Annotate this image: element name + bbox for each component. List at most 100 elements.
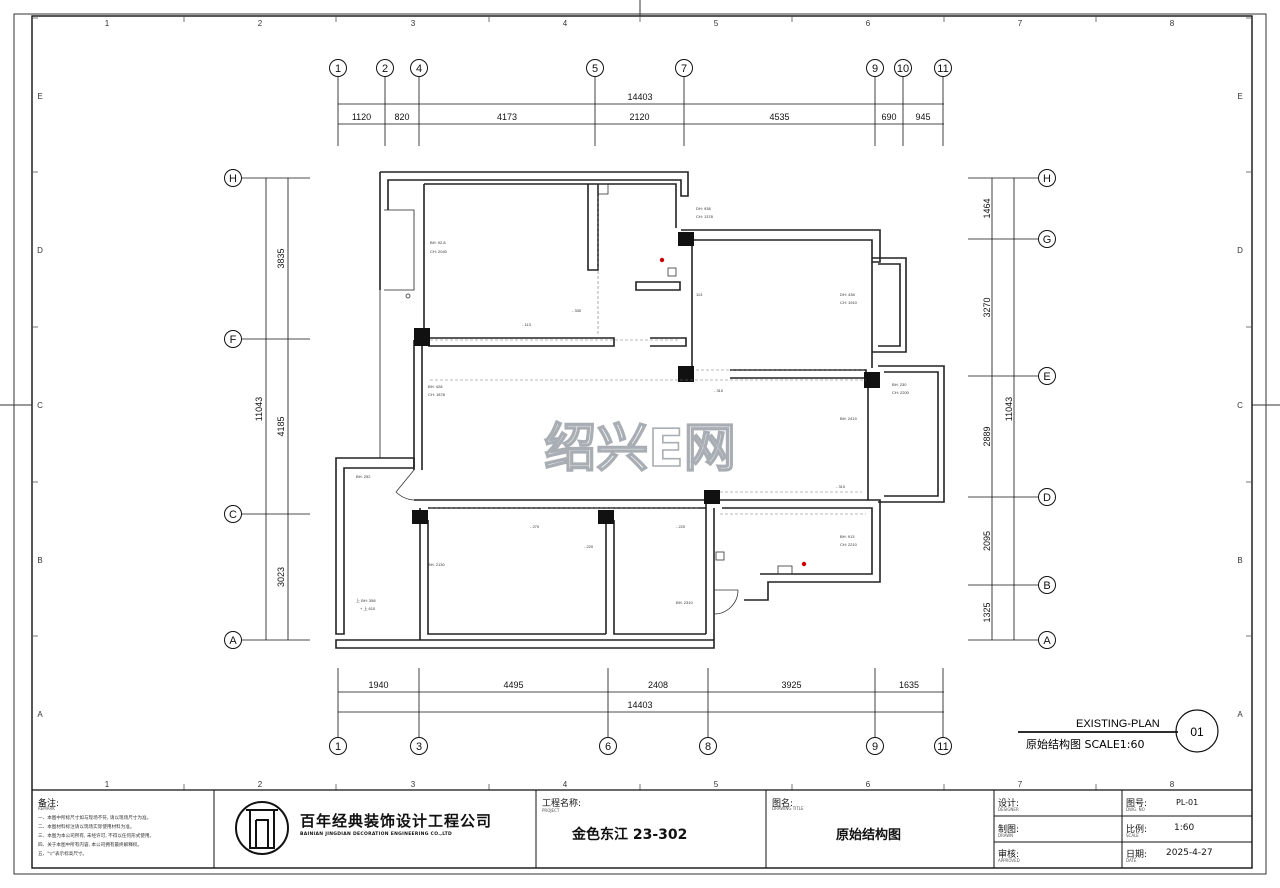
- axis-bubble: [866, 59, 884, 77]
- room-note: - 310: [836, 484, 846, 489]
- room-note: + 上 610: [360, 605, 376, 611]
- frame-col-label: 1: [105, 19, 110, 28]
- scale-sub: SCALE: [1126, 833, 1139, 838]
- note-line: 五、"▽"表示标高尺寸。: [38, 852, 88, 857]
- frame-row-label: C: [37, 401, 43, 410]
- kitchen-door: [713, 589, 739, 615]
- axis-label: 11: [937, 741, 948, 753]
- axis-bubble: [894, 59, 912, 77]
- door-leaf: [395, 469, 415, 493]
- room-note: BH: 230: [892, 382, 907, 387]
- no-value: PL-01: [1176, 798, 1199, 807]
- room-note: BH: 2130: [428, 562, 445, 567]
- kitchen-west-wall: [705, 508, 715, 640]
- dimension-value: 4535: [769, 112, 789, 122]
- kitchen-inner: [722, 507, 873, 575]
- axis-label: 2: [382, 63, 388, 75]
- frame-col-label: 8: [1170, 780, 1175, 789]
- room-note: - 270: [530, 524, 540, 529]
- room-note: BH: 92.8: [430, 240, 446, 245]
- bay-window-outer: [872, 257, 907, 353]
- dimension-value: 2889: [982, 426, 992, 446]
- axis-label: 3: [416, 741, 422, 753]
- frame-col-label: 4: [563, 19, 568, 28]
- frame-col-label: 4: [563, 780, 568, 789]
- axis-label: 7: [681, 63, 687, 75]
- dimension-value: 3835: [276, 248, 286, 268]
- column: [704, 490, 720, 504]
- no-label: 图号:: [1126, 799, 1148, 809]
- utility-room-walls: [335, 457, 415, 635]
- frame-row-label: E: [37, 92, 42, 101]
- balcony-inner: [884, 371, 939, 497]
- notes-sub: REMARK: [38, 806, 55, 811]
- dimension-value: 1635: [899, 680, 919, 690]
- frame-col-label: 2: [258, 780, 263, 789]
- design-label: 设计:: [998, 799, 1020, 809]
- axis-label: E: [1043, 371, 1050, 383]
- plan-number: 01: [1190, 725, 1204, 739]
- axis-label: 6: [605, 741, 611, 753]
- axis-label: 10: [897, 63, 909, 75]
- room-note: - 113: [522, 322, 532, 327]
- room-note: BH: 2310: [676, 600, 693, 605]
- partition-stub: [635, 281, 681, 291]
- dimension-value: 4495: [503, 680, 523, 690]
- living-north-wall-right: [730, 369, 867, 379]
- axis-label: 9: [872, 63, 878, 75]
- frame-col-label: 8: [1170, 19, 1175, 28]
- plan-title-en: EXISTING-PLAN: [1076, 718, 1160, 730]
- axis-label: H: [229, 173, 237, 185]
- living-west-wall: [413, 340, 423, 470]
- walls: [335, 171, 945, 649]
- dimension-value: 11043: [254, 397, 264, 421]
- bedroom3-walls: [419, 508, 606, 640]
- frame-col-label: 7: [1018, 780, 1023, 789]
- frame-col-label: 5: [714, 780, 719, 789]
- room-note: 上 BH: 358: [356, 597, 376, 603]
- axis-bubble: [934, 737, 952, 755]
- axis-bubble: [675, 59, 693, 77]
- no-sub: DWG. NO: [1126, 807, 1145, 812]
- red-marker: [801, 561, 807, 567]
- notes-list: 一、本图中所标尺寸如与现场不符, 请以现场尺寸为准。二、本图材料标注请以现场实际…: [38, 814, 210, 859]
- axis-label: 9: [872, 741, 878, 753]
- project-value: 金色东江 23-302: [572, 827, 688, 843]
- dimension-value: 690: [881, 112, 896, 122]
- axis-bubble: [1038, 488, 1056, 506]
- axis-label: 1: [335, 63, 341, 75]
- column: [678, 366, 694, 382]
- date-value: 2025-4-27: [1166, 848, 1213, 858]
- axis-label: 4: [416, 63, 422, 75]
- axis-bubble: [1038, 230, 1056, 248]
- design-sub: DESIGNER: [998, 807, 1019, 812]
- south-corridor-wall: [414, 499, 707, 509]
- frame-row-label: D: [37, 246, 43, 255]
- axis-bubble: [699, 737, 717, 755]
- west-niche: [384, 209, 415, 291]
- frame-col-label: 5: [714, 19, 719, 28]
- column: [412, 510, 428, 524]
- room-note: - 310: [714, 388, 724, 393]
- column: [598, 510, 614, 524]
- review-label: 审核:: [998, 850, 1020, 860]
- column: [864, 372, 880, 388]
- room-note: 113: [696, 292, 703, 297]
- axis-label: H: [1043, 173, 1051, 185]
- small-box: [667, 267, 677, 277]
- axis-bubble: [410, 59, 428, 77]
- axis-label: 5: [592, 63, 598, 75]
- review-sub: APPROVED: [998, 858, 1020, 863]
- frame-col-label: 2: [258, 19, 263, 28]
- living-north-wall-left: [428, 337, 615, 347]
- axis-bubble: [1038, 576, 1056, 594]
- dimension-value: 4173: [497, 112, 517, 122]
- south-wall: [335, 639, 715, 649]
- title-block-grid: [32, 789, 1252, 868]
- frame-row-label: A: [37, 710, 43, 719]
- note-line: 四、关于本图中所有内容, 本公司拥有最终解释权。: [38, 843, 142, 848]
- room-note: BH: 428: [428, 384, 443, 389]
- dimension-value: 1325: [982, 602, 992, 622]
